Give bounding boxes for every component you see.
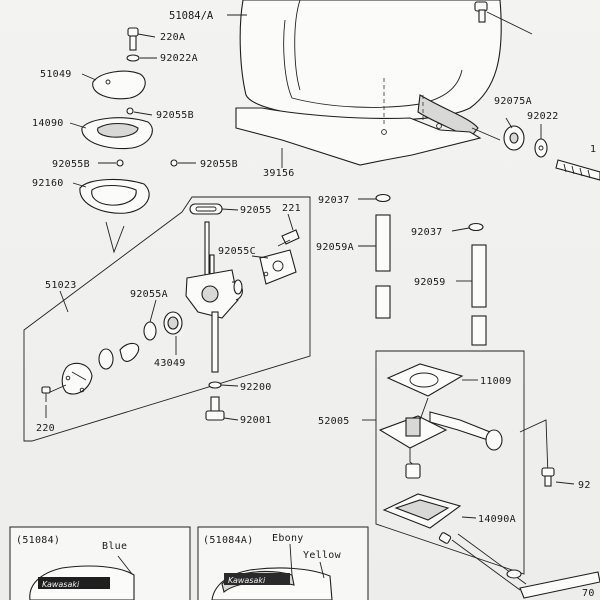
label-92059: 92059 <box>414 277 446 288</box>
washer-92022a <box>126 54 157 62</box>
inset1-code: (51084) <box>16 535 60 546</box>
screw-220 <box>41 386 51 418</box>
label-52005: 52005 <box>318 416 350 427</box>
washer-92037-a <box>358 193 391 203</box>
label-92055b-1: 92055B <box>156 110 194 121</box>
screw-221 <box>277 213 300 247</box>
washer-92022 <box>534 138 548 158</box>
label-92055: 92055 <box>240 205 272 216</box>
fuel-sender-unit <box>378 397 503 479</box>
cap-51049 <box>81 70 146 100</box>
gasket-92055 <box>189 203 239 215</box>
label-92022a: 92022A <box>160 53 198 64</box>
label-92022: 92022 <box>527 111 559 122</box>
label-92001: 92001 <box>240 415 272 426</box>
label-51084a: 51084/A <box>169 10 214 22</box>
washer-92200 <box>208 381 239 389</box>
tank-bolt <box>474 1 533 35</box>
label-11009: 11009 <box>480 376 512 387</box>
label-220: 220 <box>36 423 55 434</box>
label-14090a: 14090A <box>478 514 516 525</box>
tank-bottom-plate <box>235 107 482 166</box>
washer-92037-b <box>451 222 484 232</box>
inset-51084a <box>197 526 369 600</box>
label-43049: 43049 <box>154 358 186 369</box>
cap-screw-220a <box>127 27 156 51</box>
cover-plate-51023 <box>47 362 93 395</box>
fuel-sender-frame <box>375 350 525 575</box>
label-92037-1: 92037 <box>318 195 350 206</box>
bushing-92075a <box>503 117 525 151</box>
seal-rings <box>98 342 140 370</box>
petcock-group-frame <box>23 196 311 442</box>
label-92200: 92200 <box>240 382 272 393</box>
lever-43049 <box>163 311 183 355</box>
small-washers-92055b <box>98 159 196 167</box>
o-ring-92055a <box>143 299 157 341</box>
inset2-brand: Kawasaki <box>228 576 266 585</box>
cap-gasket-14090 <box>69 117 153 150</box>
label-92059a: 92059A <box>316 242 354 253</box>
gasket-11009 <box>386 363 478 397</box>
washer-92055b <box>126 107 153 116</box>
label-70-cut: 70 <box>582 588 595 599</box>
label-14090: 14090 <box>32 118 64 129</box>
fuel-hose <box>438 532 600 599</box>
label-39156: 39156 <box>263 168 295 179</box>
inset2-code: (51084A) <box>203 535 254 546</box>
label-92075a: 92075A <box>494 96 532 107</box>
bolt-92-cut <box>541 467 575 487</box>
label-220a: 220A <box>160 32 185 43</box>
label-221: 221 <box>282 203 301 214</box>
o-ring <box>233 279 243 295</box>
inset1-brand: Kawasaki <box>42 580 80 589</box>
inset2-color2: Yellow <box>303 550 342 561</box>
inset1-color: Blue <box>102 541 127 552</box>
gasket-14090a <box>362 419 477 529</box>
cover-plate-92055c <box>251 249 297 285</box>
label-92-cut: 92 <box>578 480 591 491</box>
gasket-92160 <box>72 178 150 214</box>
label-92037-2: 92037 <box>411 227 443 238</box>
float-arm-line <box>519 419 549 477</box>
fuel-petcock-valve <box>185 221 243 373</box>
inset-51084 <box>9 526 191 600</box>
label-51023: 51023 <box>45 280 77 291</box>
drain-bolt-92001 <box>205 396 239 421</box>
label-92160: 92160 <box>32 178 64 189</box>
label-92055a: 92055A <box>130 289 168 300</box>
label-92055b-3: 92055B <box>200 159 238 170</box>
label-1-cut: 1 <box>590 144 596 155</box>
inset2-color1: Ebony <box>272 533 304 544</box>
label-92055b-2: 92055B <box>52 159 90 170</box>
tank-bolt-long <box>555 159 600 181</box>
label-51049: 51049 <box>40 69 72 80</box>
label-92055c: 92055C <box>218 246 256 257</box>
spacer-92059a <box>358 214 391 319</box>
spacer-92059 <box>456 244 487 346</box>
